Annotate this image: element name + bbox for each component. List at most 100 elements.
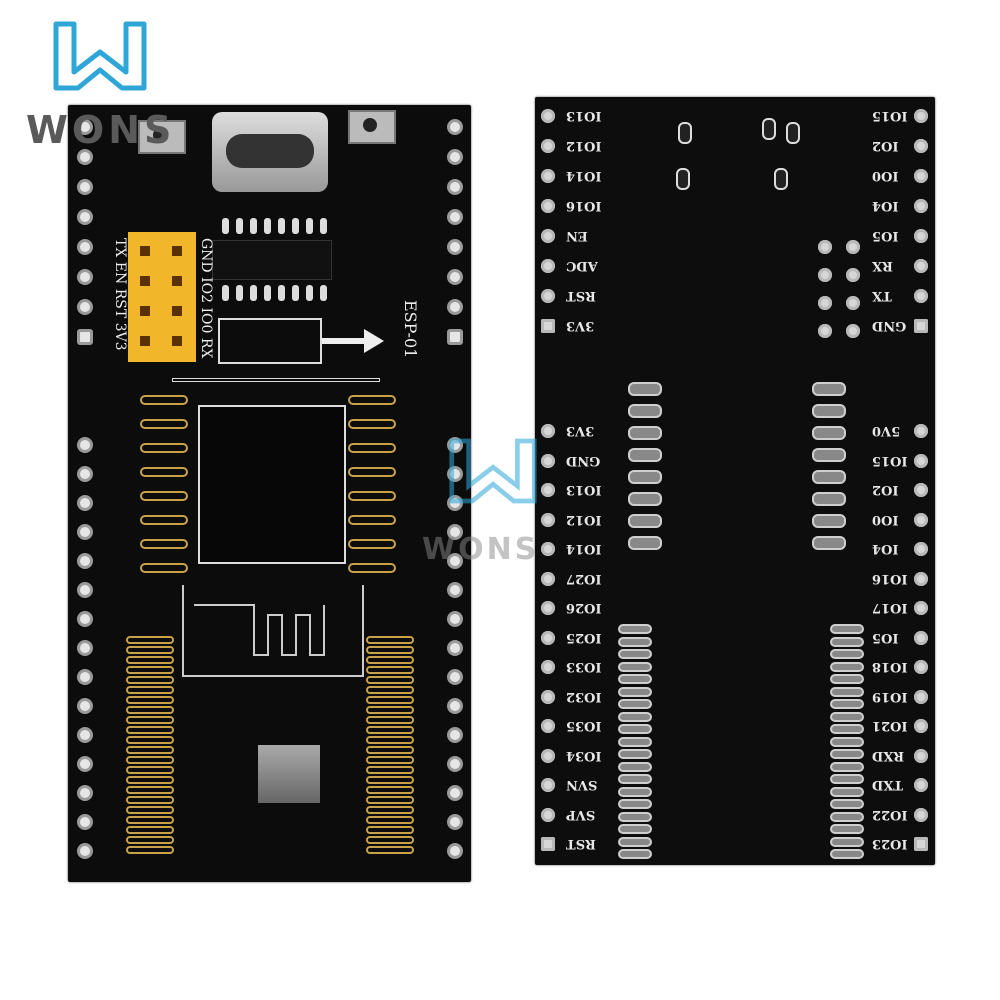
- pin-label: IO17: [872, 600, 908, 615]
- solder-pad: [618, 674, 652, 684]
- solder-pad: [618, 749, 652, 759]
- header-hole: [450, 585, 460, 595]
- gold-pin: [366, 756, 414, 764]
- chip-pin: [222, 218, 229, 234]
- gold-pin: [366, 666, 414, 674]
- pin-hole: [914, 259, 928, 273]
- solder-pad: [830, 649, 864, 659]
- gold-pin: [348, 419, 396, 429]
- pin-hole: [914, 807, 928, 822]
- solder-pad: [618, 761, 652, 772]
- solder-pad: [812, 426, 846, 440]
- pin-hole: [914, 199, 928, 213]
- header-hole: [80, 182, 90, 192]
- pin-label: IO15: [872, 108, 908, 123]
- gold-pin: [126, 646, 174, 654]
- silk-outline: [218, 318, 322, 364]
- pin-label: IO25: [566, 629, 602, 645]
- header-hole: [80, 302, 90, 312]
- gold-pin: [126, 706, 174, 714]
- pin-hole: [914, 289, 928, 303]
- pin-label: RST: [566, 288, 596, 303]
- gold-pin: [126, 636, 174, 644]
- header-hole: [80, 212, 90, 222]
- header-hole: [450, 817, 460, 827]
- solder-pad: [812, 382, 846, 396]
- solder-pad: [628, 492, 662, 506]
- esp32-module-outline: [198, 405, 346, 564]
- gold-pin: [348, 443, 396, 453]
- gold-pin: [126, 736, 174, 744]
- solder-pad: [618, 636, 652, 647]
- header-hole: [80, 585, 90, 595]
- header-hole: [80, 614, 90, 624]
- pin-hole: [541, 259, 555, 273]
- pin-label: 5V0: [872, 423, 901, 438]
- chip-pin: [236, 285, 243, 301]
- header-hole: [80, 122, 90, 132]
- gold-pin: [126, 676, 174, 684]
- header-hole: [80, 332, 90, 342]
- pin-hole: [541, 601, 555, 615]
- header-hole: [80, 469, 90, 479]
- header-pin: [818, 240, 832, 254]
- pin-hole: [914, 424, 928, 438]
- solder-pad: [618, 836, 652, 847]
- header-hole: [450, 527, 460, 537]
- gold-pin: [348, 491, 396, 501]
- solder-pad: [618, 624, 652, 634]
- solder-pad: [830, 799, 864, 809]
- gold-pin: [126, 766, 174, 774]
- solder-pad: [618, 686, 652, 697]
- solder-pad: [618, 849, 652, 859]
- pad: [676, 168, 690, 190]
- solder-pad: [618, 724, 652, 734]
- pin-label: IO16: [566, 198, 602, 213]
- solder-pad: [830, 699, 864, 709]
- pin-label: IO18: [872, 659, 908, 674]
- chip-pin: [278, 218, 285, 234]
- solder-pad: [812, 448, 846, 462]
- gold-pin: [126, 756, 174, 764]
- header-hole: [80, 498, 90, 508]
- header-pin: [846, 240, 860, 254]
- pin-hole: [914, 571, 928, 586]
- watermark-text: WONS: [422, 532, 540, 567]
- gold-pin: [126, 776, 174, 784]
- pin-label: IO5: [872, 228, 899, 243]
- pin-hole: [541, 542, 555, 556]
- pin-label: IO22: [872, 806, 908, 822]
- solder-pad: [830, 774, 864, 784]
- header-hole: [80, 440, 90, 450]
- solder-pad: [830, 849, 864, 859]
- pin-hole: [541, 289, 555, 303]
- solder-pad: [830, 811, 864, 822]
- pin-hole: [914, 689, 928, 704]
- gold-pin: [140, 539, 188, 549]
- gold-pin: [366, 806, 414, 814]
- pin-hole: [541, 424, 555, 438]
- header-hole: [450, 469, 460, 479]
- header-hole: [80, 242, 90, 252]
- header-pin: [818, 324, 832, 338]
- gold-pin: [366, 676, 414, 684]
- chip-pin: [292, 285, 299, 301]
- pin-hole: [541, 660, 555, 674]
- pin-label: IO4: [872, 198, 899, 213]
- header-hole: [450, 846, 460, 856]
- brand-logo-icon: [53, 21, 147, 91]
- pin-hole: [914, 109, 928, 123]
- gold-pin: [366, 796, 414, 804]
- gold-pin: [348, 539, 396, 549]
- gold-pin: [140, 419, 188, 429]
- gold-pin: [126, 816, 174, 824]
- solder-pad: [618, 661, 652, 672]
- gold-pin: [366, 786, 414, 794]
- header-hole: [80, 788, 90, 798]
- gold-pin: [366, 836, 414, 844]
- pin-hole: [541, 139, 555, 153]
- solder-pad: [618, 711, 652, 722]
- gold-pin: [126, 666, 174, 674]
- header-hole: [80, 556, 90, 566]
- gold-pin: [126, 656, 174, 664]
